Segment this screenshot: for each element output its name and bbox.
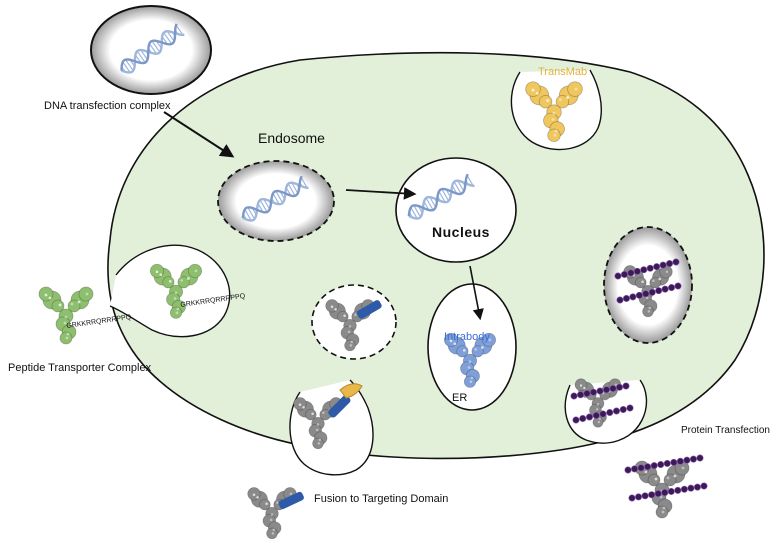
er (428, 284, 516, 410)
protein-transfection-label: Protein Transfection (681, 425, 770, 436)
endosome-label: Endosome (258, 130, 325, 146)
er-label: ER (452, 392, 467, 404)
dna-complex-label: DNA transfection complex (44, 100, 171, 112)
antibody-icon (39, 287, 93, 344)
peptide-complex-label: Peptide Transporter Complex (8, 362, 151, 374)
fusion-invagination (290, 380, 373, 475)
antibody-icon (248, 488, 297, 539)
intrabody-label: Intrabody (444, 331, 490, 343)
transmab-label: TransMab (538, 66, 587, 78)
nucleus-label: Nucleus (432, 224, 490, 240)
dna-transfection-vesicle (91, 6, 211, 94)
nucleus (396, 158, 516, 262)
endosome (218, 161, 334, 241)
fusion-domain-label: Fusion to Targeting Domain (314, 493, 448, 505)
